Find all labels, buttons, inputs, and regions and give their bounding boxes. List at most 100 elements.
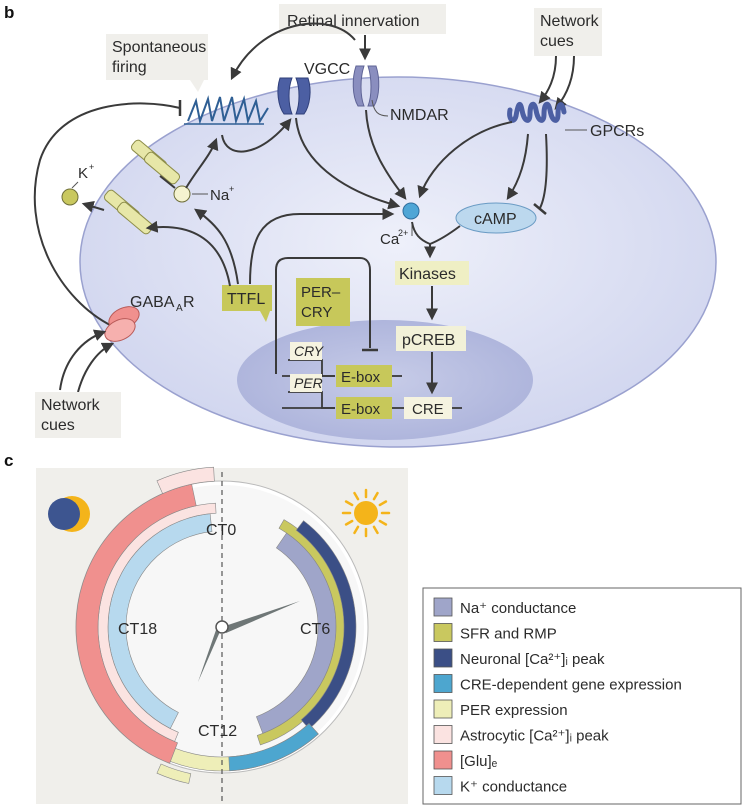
per-cry-node xyxy=(296,278,350,326)
legend-label: PER expression xyxy=(460,702,568,719)
na-channel-icon xyxy=(130,139,181,185)
legend-swatch xyxy=(433,648,453,668)
k-leader xyxy=(71,181,79,189)
legend-label: Na⁺ conductance xyxy=(460,600,576,617)
per-gene-label: PER xyxy=(294,375,323,391)
legend-label: CRE-dependent gene expression xyxy=(460,677,682,694)
vgcc-label: VGCC xyxy=(304,61,350,78)
ebox-1-node xyxy=(336,365,392,387)
gabaa-subscript: A xyxy=(176,303,183,314)
vgcc-channel-icon xyxy=(277,77,311,115)
rhythm-arc xyxy=(295,520,357,730)
network-bottom-arrow-2 xyxy=(77,342,115,393)
ct18-label: CT18 xyxy=(118,621,157,638)
network-cues-top-label: Network cues xyxy=(534,8,602,56)
sun-icon xyxy=(341,488,391,538)
spike-train-icon xyxy=(187,95,269,125)
ttfl-to-k-arrow xyxy=(145,220,231,287)
ebox-2-node xyxy=(336,397,392,419)
sun-ray xyxy=(378,519,388,526)
ttfl-to-ca-arrow xyxy=(249,208,395,285)
ebox-1-label: E-box xyxy=(341,369,381,386)
network-bottom-arrow-1 xyxy=(59,329,107,391)
svg-text:Network: Network xyxy=(540,13,600,30)
gpcr-inhibit-line xyxy=(539,133,548,209)
per-cry-label-2: CRY xyxy=(301,304,332,321)
svg-text:cues: cues xyxy=(540,33,574,50)
clock-hour-hand xyxy=(198,627,222,682)
kinases-node xyxy=(395,261,469,285)
svg-text:Spontaneous: Spontaneous xyxy=(112,39,206,56)
legend-swatch xyxy=(433,776,453,795)
legend-box xyxy=(422,587,742,805)
rhythm-arcs xyxy=(75,466,357,784)
sun-ray xyxy=(378,500,388,507)
sun-ray xyxy=(353,491,360,501)
gabaa-label: GABA xyxy=(130,294,175,311)
ebox-2-label: E-box xyxy=(341,401,381,418)
potassium-ion-icon xyxy=(61,188,79,206)
moon-icon xyxy=(48,496,90,532)
ttfl-callout-tail xyxy=(260,311,270,322)
gpcr-icon xyxy=(507,101,567,123)
per-cry-label-1: PER– xyxy=(301,284,341,301)
gpcr-to-camp-arrow xyxy=(506,133,529,200)
ca-superscript: 2+ xyxy=(398,228,408,238)
network-cues-bottom-label: Network cues xyxy=(35,392,121,438)
pcreb-label: pCREB xyxy=(402,332,455,349)
vgcc-to-ca-arrow xyxy=(295,117,401,210)
sun-disc xyxy=(354,501,378,525)
k-label: K xyxy=(78,165,88,182)
svg-text:firing: firing xyxy=(112,59,147,76)
legend-swatch xyxy=(433,699,453,719)
legend-label: SFR and RMP xyxy=(460,626,557,643)
rhythm-arc xyxy=(156,763,192,784)
legend-label: [Glu]ₑ xyxy=(460,753,498,770)
gabaa-receptor-icon xyxy=(104,306,140,342)
legend-label: Astrocytic [Ca²⁺]ᵢ peak xyxy=(460,728,609,745)
kinases-label: Kinases xyxy=(399,266,456,283)
legend-swatch xyxy=(433,725,453,744)
ct6-label: CT6 xyxy=(300,621,330,638)
k-channel-icon xyxy=(103,189,154,235)
na-superscript: + xyxy=(229,184,234,194)
k-superscript: + xyxy=(89,162,94,172)
cry-gene-label: CRY xyxy=(294,343,325,359)
na-to-firing-arrow xyxy=(185,137,219,189)
gabaa-r-label: R xyxy=(183,294,195,311)
network-top-arrow-1 xyxy=(538,55,557,104)
legend-label: K⁺ conductance xyxy=(460,779,567,796)
ct0-label: CT0 xyxy=(206,522,236,539)
clock-center xyxy=(215,620,229,634)
ct12-label: CT12 xyxy=(198,723,237,740)
rhythm-arc xyxy=(228,723,319,772)
pcreb-node xyxy=(396,326,466,351)
calcium-node-icon xyxy=(402,202,420,220)
firing-to-vgcc-arrow xyxy=(221,118,292,153)
panel-letter-c: c xyxy=(4,451,13,470)
network-top-arrow-2 xyxy=(554,55,575,110)
gpcr-to-ca-arrow xyxy=(417,121,513,199)
ttfl-loop xyxy=(275,257,371,374)
per-gene-box xyxy=(290,374,322,392)
sun-ray xyxy=(353,525,360,535)
legend-swatch xyxy=(433,597,453,617)
rhythm-arc xyxy=(156,466,215,495)
cre-node xyxy=(404,397,452,419)
retinal-to-firing-arrow xyxy=(230,22,356,81)
k-efflux-arrow xyxy=(81,201,105,213)
sodium-ion-icon xyxy=(173,185,191,203)
sun-ray xyxy=(344,500,354,507)
svg-text:Retinal innervation: Retinal innervation xyxy=(287,13,420,30)
camp-label: cAMP xyxy=(474,211,517,228)
nmdar-label: NMDAR xyxy=(390,107,449,124)
ttfl-to-na-arrow xyxy=(194,208,239,285)
legend-swatch xyxy=(433,750,453,770)
retinal-innervation-label: Retinal innervation xyxy=(279,4,446,34)
spontaneous-firing-label: Spontaneous firing xyxy=(106,34,208,92)
legend-swatch xyxy=(433,674,453,693)
cre-label: CRE xyxy=(412,401,444,418)
sun-ray xyxy=(372,491,379,501)
